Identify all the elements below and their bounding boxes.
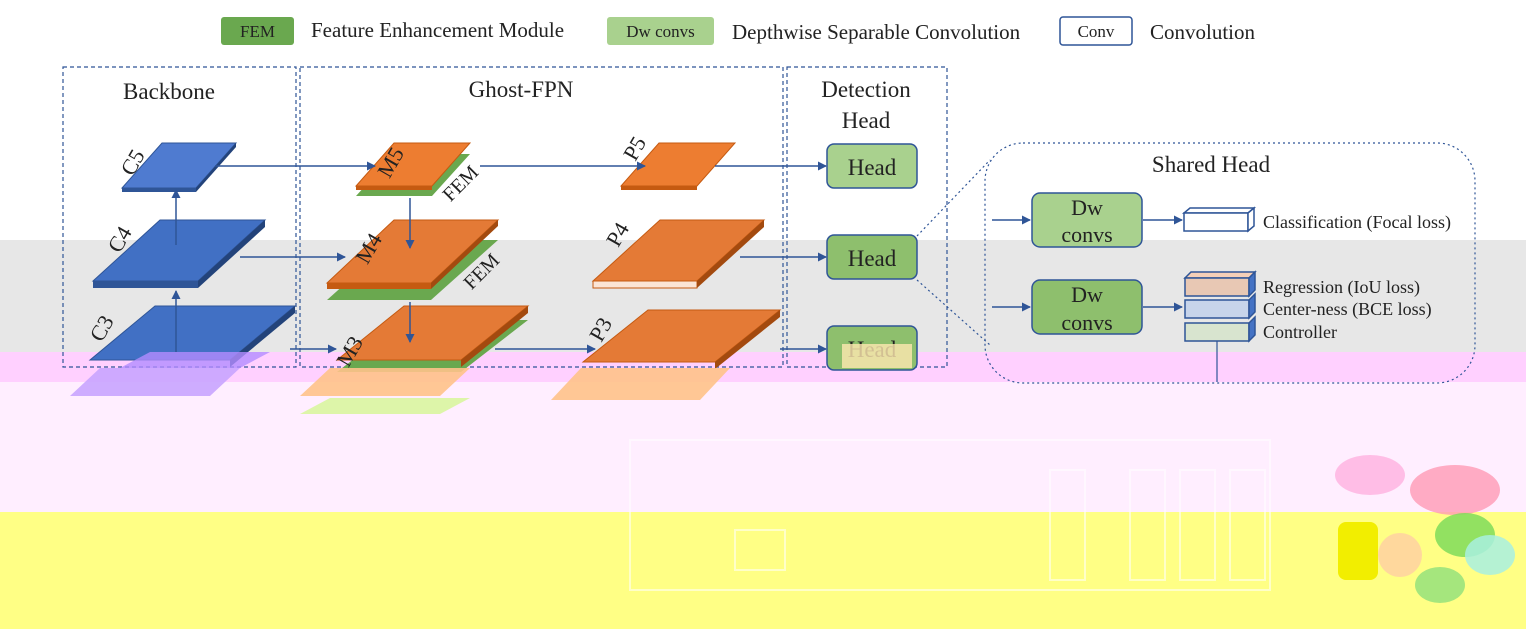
p-artifact bbox=[551, 368, 730, 400]
legend-fem-swatch bbox=[221, 17, 294, 45]
centerness-output bbox=[1184, 292, 1256, 320]
dw-bottom-line1: Dw bbox=[1071, 282, 1103, 307]
backbone-artifact-2 bbox=[120, 352, 270, 368]
fpn-layer-p3 bbox=[581, 309, 782, 369]
legend-conv-swatch bbox=[1059, 16, 1133, 46]
fpn-layer-p5 bbox=[619, 142, 737, 190]
legend-fem-tag: FEM bbox=[240, 22, 275, 41]
zoom-line-top bbox=[916, 159, 991, 237]
label-p4: P4 bbox=[601, 218, 634, 251]
legend-conv-text: Convolution bbox=[1150, 20, 1256, 44]
segmentation-blobs bbox=[1335, 455, 1515, 603]
backbone-layer-c4 bbox=[91, 219, 267, 288]
fpn-layer-m3 bbox=[335, 305, 530, 372]
fpn-artifact-2 bbox=[300, 398, 470, 414]
dw-convs-box-classification: Dw convs bbox=[1031, 192, 1143, 248]
fpn-layer-m4 bbox=[325, 219, 500, 300]
centerness-label: Center-ness (BCE loss) bbox=[1263, 299, 1432, 320]
regression-output bbox=[1183, 270, 1257, 298]
zoom-line-bottom bbox=[916, 279, 991, 346]
detection-title-line2: Head bbox=[842, 108, 891, 133]
dw-convs-box-regression: Dw convs bbox=[1031, 279, 1143, 335]
dw-top-line2: convs bbox=[1061, 222, 1112, 247]
light-pink-band bbox=[0, 382, 1526, 512]
head-box-p4: Head bbox=[826, 234, 918, 280]
head-label-p5: Head bbox=[848, 155, 897, 180]
legend-fem-text: Feature Enhancement Module bbox=[311, 18, 564, 42]
legend-dw-swatch bbox=[607, 17, 714, 45]
fpn-layer-m5 bbox=[354, 142, 472, 196]
backbone-artifact bbox=[70, 368, 240, 396]
legend-dw-tag: Dw convs bbox=[626, 22, 694, 41]
ghost-fpn-frame bbox=[299, 66, 784, 368]
controller-label: Controller bbox=[1263, 322, 1337, 342]
shared-head-frame bbox=[984, 142, 1476, 384]
legend: FEM Feature Enhancement Module Dw convs … bbox=[221, 16, 1256, 46]
legend-dw-text: Depthwise Separable Convolution bbox=[732, 20, 1021, 44]
head-artifact bbox=[842, 344, 912, 368]
regression-label: Regression (IoU loss) bbox=[1263, 277, 1420, 298]
shared-head-title: Shared Head bbox=[1152, 152, 1271, 177]
backbone-layer-c3 bbox=[88, 305, 297, 367]
faded-lower-diagram bbox=[629, 439, 1271, 591]
fpn-layer-p4 bbox=[591, 219, 766, 289]
classification-label: Classification (Focal loss) bbox=[1263, 212, 1451, 233]
dw-bottom-line2: convs bbox=[1061, 310, 1112, 335]
head-label-p4: Head bbox=[848, 246, 897, 271]
controller-output bbox=[1184, 315, 1256, 343]
backbone-title: Backbone bbox=[123, 79, 215, 104]
fpn-artifact bbox=[300, 368, 470, 396]
dw-top-line1: Dw bbox=[1071, 195, 1103, 220]
legend-conv-tag: Conv bbox=[1078, 22, 1115, 41]
detection-title-line1: Detection bbox=[821, 77, 911, 102]
head-box-p5: Head bbox=[826, 143, 918, 189]
ghost-fpn-title: Ghost-FPN bbox=[469, 77, 574, 102]
classification-output bbox=[1181, 206, 1257, 233]
